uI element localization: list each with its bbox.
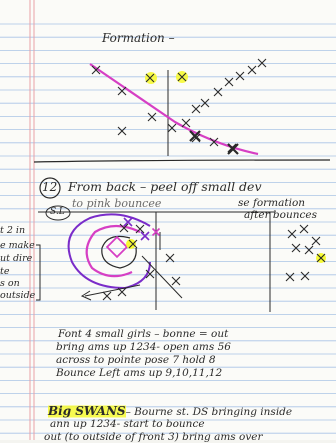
dancer-x-mark <box>200 98 210 108</box>
notes-line-2: bring ams up 1234- open ams 56 <box>56 341 231 353</box>
dancer-x-mark <box>177 72 187 82</box>
dancer-x-mark <box>128 239 138 249</box>
section-heading-line2: to pink bouncee <box>72 197 162 210</box>
left-note-4: te <box>0 266 10 277</box>
path-arrow-left <box>84 284 141 297</box>
stage-left-label: S.L <box>50 207 65 217</box>
left-note-5: s on <box>0 278 20 289</box>
right-note-line1: se formation <box>238 197 306 209</box>
dancer-x-mark <box>213 87 223 97</box>
dancer-x-mark <box>287 229 297 239</box>
path-diagonal <box>141 255 183 299</box>
formation-base-line <box>33 159 331 163</box>
notes-line-3: across to pointe pose 7 hold 8 <box>56 354 216 366</box>
dancer-x-mark <box>191 104 201 114</box>
floor-pattern-diagram <box>36 205 326 312</box>
dancer-x-mark <box>147 112 157 122</box>
swans-line-1: Big SWANS– Bourne st. DS bringing inside <box>48 404 293 418</box>
highlight-mark <box>145 72 157 84</box>
arrowhead <box>80 290 92 301</box>
dancer-x-mark <box>123 217 133 227</box>
section-heading-line1: From back – peel off small dev <box>68 179 262 194</box>
formation-pink-diagonal <box>89 63 259 156</box>
dancer-x-mark <box>257 58 267 68</box>
left-note-3: ut dire <box>0 253 33 264</box>
dancer-x-mark <box>304 245 314 255</box>
left-note-2: e make <box>0 240 35 251</box>
dancer-x-mark <box>227 143 239 155</box>
dancer-x-mark <box>140 231 150 241</box>
notes-line-1: Font 4 small girls – bonne = out <box>58 328 229 340</box>
dancer-x-mark <box>145 269 155 279</box>
dancer-x-mark <box>316 253 326 263</box>
purple-loop-outer <box>67 213 151 290</box>
dancer-x-mark <box>189 130 201 142</box>
section-number-circle <box>39 177 61 199</box>
dancer-x-mark <box>151 227 161 237</box>
formation-diagram <box>33 58 331 163</box>
dancer-x-mark <box>181 118 191 128</box>
dancer-marks <box>91 58 267 155</box>
big-swans-highlight: Big SWANS <box>48 404 126 418</box>
pink-loop-inner <box>85 224 141 278</box>
dancer-x-mark <box>91 65 101 75</box>
dancer-x-mark <box>299 224 309 234</box>
highlight-mark <box>126 239 136 249</box>
left-notes-bracket <box>36 244 41 301</box>
dancer-x-mark <box>117 126 127 136</box>
section-number: 12 <box>42 180 58 194</box>
dancer-x-mark <box>117 287 127 297</box>
dancer-x-mark <box>119 223 129 233</box>
right-note-line2: after bounces <box>244 209 317 221</box>
formation-title: Formation – <box>102 31 175 45</box>
dancer-x-mark <box>224 77 234 87</box>
pink-box-center <box>105 235 129 259</box>
left-note-1: t 2 in <box>0 225 26 236</box>
dancer-x-mark <box>235 71 245 81</box>
dancer-x-mark <box>300 271 310 281</box>
dancer-x-mark <box>209 137 219 147</box>
dancer-x-mark <box>171 276 181 286</box>
ruled-lines <box>0 23 336 434</box>
left-note-6: outside <box>0 290 36 301</box>
dancer-x-mark <box>285 272 295 282</box>
dancer-x-mark <box>135 224 145 234</box>
swans-line-3: out (to outside of front 3) bring ams ov… <box>44 431 263 443</box>
dancer-x-mark <box>247 65 257 75</box>
dancer-x-mark <box>291 243 301 253</box>
dancer-marks <box>102 217 326 301</box>
black-loop <box>101 235 137 269</box>
dancer-x-mark <box>167 123 177 133</box>
notes-line-4: Bounce Left ams up 9,10,11,12 <box>56 367 223 379</box>
swans-line-1-rest: – Bourne st. DS bringing inside <box>125 406 293 418</box>
dancer-x-mark <box>102 291 112 301</box>
sl-label-oval <box>45 205 71 221</box>
dancer-x-mark <box>145 73 155 83</box>
dancer-x-mark <box>165 253 175 263</box>
swans-line-2: ann up 1234- start to bounce <box>50 418 205 430</box>
dancer-x-mark <box>117 86 127 96</box>
dancer-x-mark <box>311 236 321 246</box>
